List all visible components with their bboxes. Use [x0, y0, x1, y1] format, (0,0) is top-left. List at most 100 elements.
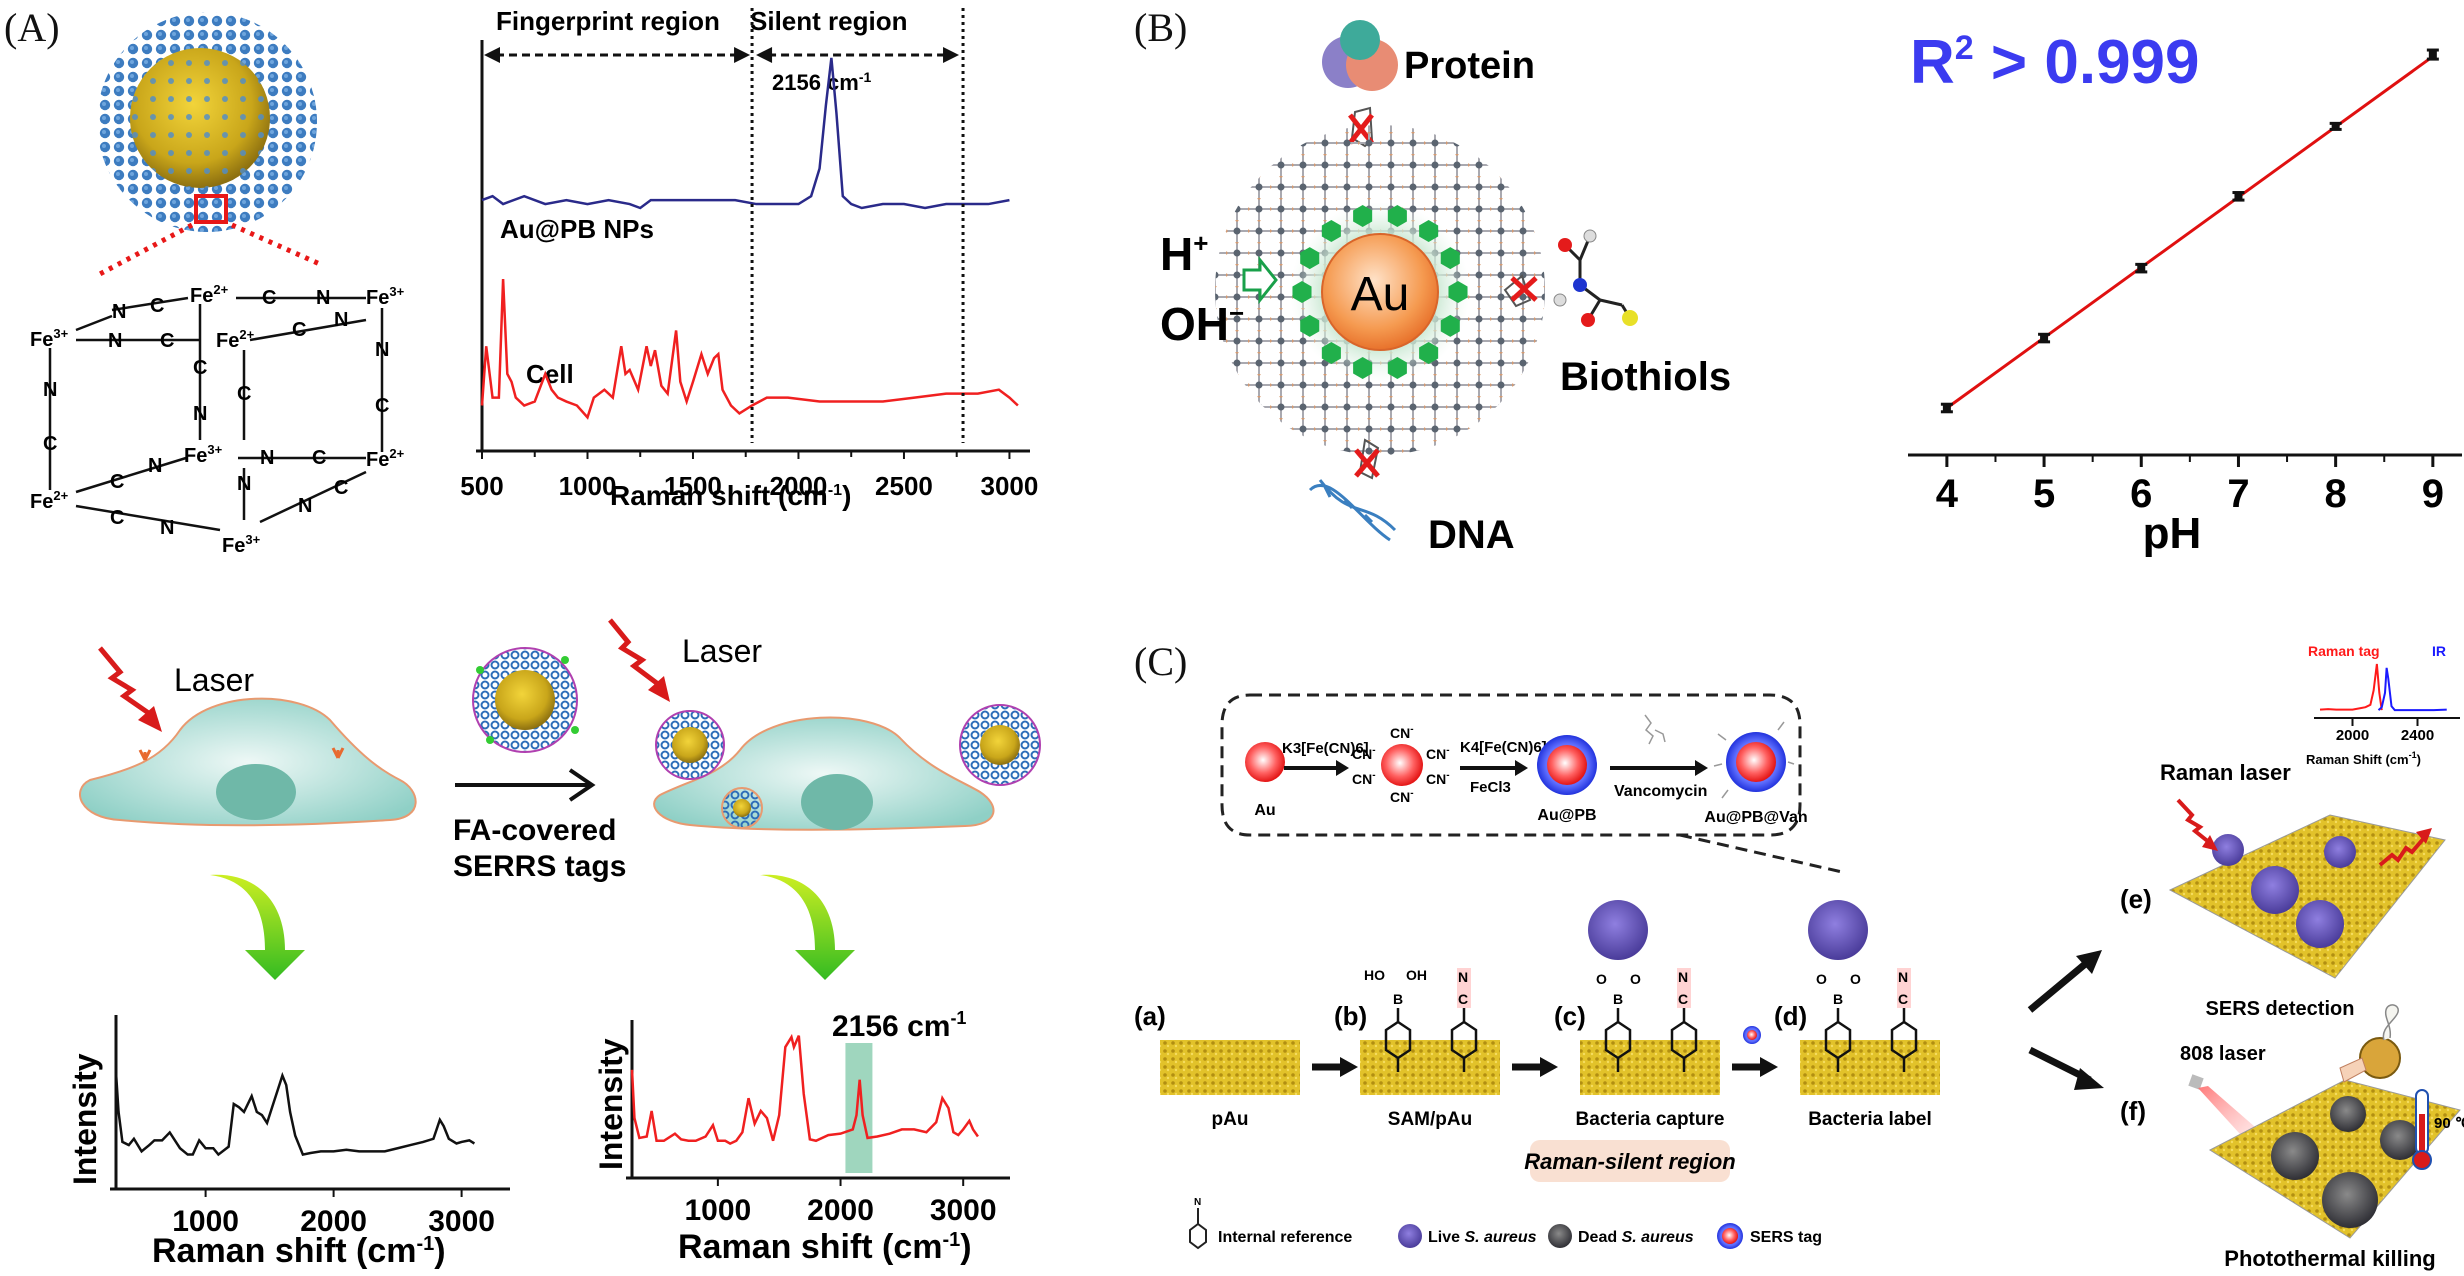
- step-a: [1160, 1040, 1358, 1095]
- reaction-arrow-1: [1284, 760, 1349, 776]
- data-point: [2329, 121, 2342, 131]
- gold-substrate-e: [2168, 814, 2446, 979]
- peak-label: 2156 cm-1: [832, 1008, 966, 1043]
- x-axis-label: Raman shift (cm-1): [678, 1228, 972, 1266]
- protein-icon: [1322, 20, 1398, 91]
- atom-c-left: C: [43, 433, 57, 455]
- atom-o: O: [1850, 971, 1861, 987]
- zoom-box: [194, 194, 228, 224]
- nitrile-glow: [1897, 968, 1911, 1008]
- x-tick-label: 2400: [2401, 727, 2434, 744]
- atom-n-7: N: [237, 473, 251, 495]
- biothiol-molecule-icon: [1553, 229, 1638, 327]
- atom-fe3-topright: Fe3+: [366, 284, 405, 309]
- legend-live-bacteria-icon: [1398, 1224, 1422, 1248]
- green-hexagon-icon: [1292, 281, 1312, 303]
- atom-n-right: N: [375, 339, 389, 361]
- reagent-k3: K3[Fe(CN)6]: [1282, 740, 1369, 757]
- series-line-cell-before-tags-: [114, 1071, 476, 1157]
- green-hexagon-icon: [1448, 281, 1468, 303]
- biothiols-label: Biothiols: [1560, 355, 1731, 399]
- data-point: [2135, 262, 2148, 274]
- atom-fe2-mid: Fe2+: [216, 327, 255, 352]
- atom-fe2-top: Fe2+: [190, 282, 229, 307]
- atom-b: B: [1613, 991, 1623, 1007]
- au-core: [1321, 233, 1439, 351]
- x-tick-label: 4: [1936, 472, 1959, 516]
- nanoparticle-shell: [97, 12, 317, 232]
- cn-functionalized-au-icon: [1381, 744, 1423, 786]
- gold-substrate: [1160, 1040, 1300, 1095]
- series-line-raman-tag: [2319, 663, 2383, 711]
- reagent-k4: K4[Fe(CN)6]: [1460, 739, 1547, 756]
- svg-text:CN-: CN-: [1390, 788, 1414, 805]
- atom-n-8: N: [160, 517, 174, 539]
- data-point: [1940, 402, 1953, 414]
- sers-tag-core: [1747, 1030, 1757, 1040]
- x-tick-label: 2000: [770, 471, 828, 501]
- svg-text:CN-: CN-: [1426, 745, 1450, 762]
- atom-n-2: N: [108, 330, 122, 352]
- cell-targeting-schematic: Laser FA-covered SERRS tags Laser: [79, 618, 1041, 980]
- x-tick-label: 3000: [981, 471, 1039, 501]
- arrowhead: [484, 47, 500, 63]
- zoom-line-left: [96, 222, 194, 278]
- x-tick-label: 3000: [930, 1194, 997, 1227]
- peak-label: 2156 cm-1: [772, 69, 872, 95]
- gold-substrate: [1580, 1040, 1720, 1095]
- atom-c: C: [1458, 991, 1468, 1007]
- live-bacterium: [1808, 900, 1868, 960]
- data-point: [2232, 191, 2245, 202]
- atom-o: O: [1816, 971, 1827, 987]
- series-label-au-pb: Au@PB NPs: [500, 214, 654, 244]
- oh-minus-label: OH−: [1160, 298, 1244, 350]
- step-tag: (b): [1334, 1001, 1367, 1031]
- data-point: [2038, 332, 2051, 344]
- step-tag: (c): [1554, 1001, 1586, 1031]
- step-b: [1360, 968, 1558, 1095]
- series-line-cell-serrs-tags: [630, 1033, 979, 1146]
- step-tag: (d): [1774, 1001, 1807, 1031]
- atom-fe3-center: Fe3+: [184, 442, 223, 467]
- green-hexagon-icon: [1300, 314, 1320, 337]
- nitrile-glow: [1677, 968, 1691, 1008]
- au-pb-nanoparticle-diagram: N C Fe2+ C N Fe3+ Fe3+ N C Fe2+ C N C N …: [30, 12, 405, 557]
- cell-nucleus-left: [216, 764, 296, 820]
- legend-label-sers-tag: SERS tag: [1750, 1229, 1822, 1246]
- step-caption: pAu: [1212, 1109, 1249, 1130]
- green-arrow-right: [760, 874, 855, 980]
- temperature-label: 90 ℃: [2434, 1115, 2464, 1132]
- atom-ho: HO: [1364, 967, 1385, 983]
- receptor-icon: [331, 747, 345, 759]
- branch-arrow-up: [2027, 950, 2102, 1013]
- vancomycin-label: Vancomycin: [1614, 783, 1707, 800]
- panel-label-b: (B): [1134, 5, 1188, 50]
- gold-substrate-f: [2208, 1079, 2461, 1239]
- bacteria-detection-schematic: Au K3[Fe(CN)6] CN- CN- CN- CN- CN- CN- K…: [1134, 643, 2464, 1271]
- au-label: Au: [1254, 802, 1275, 819]
- x-tick-label: 9: [2422, 472, 2444, 516]
- open-arrow-icon: [1242, 255, 1278, 305]
- legend-dead-bacteria-icon: [1548, 1224, 1572, 1248]
- atom-b: B: [1393, 991, 1403, 1007]
- step-arrowhead: [1760, 1057, 1778, 1077]
- r-squared-label: R2 > 0.999: [1910, 28, 2200, 97]
- laser-in-icon: [2176, 798, 2218, 851]
- x-tick-label: 2000: [2336, 727, 2369, 744]
- green-hexagon-icon: [1387, 204, 1407, 227]
- laser-label-left: Laser: [174, 662, 254, 698]
- y-axis-label: Intensity: [593, 1038, 629, 1170]
- arrowhead: [943, 47, 960, 63]
- svg-text:CN-: CN-: [1352, 770, 1376, 787]
- svg-text:CN-: CN-: [1390, 724, 1414, 741]
- bound-tag-left: [655, 710, 725, 780]
- legend-label-internal-reference: Internal reference: [1218, 1229, 1352, 1246]
- x-tick-label: 2500: [875, 471, 933, 501]
- blocked-arrow-dna: [1354, 438, 1380, 480]
- raman-spectrum-chart: Fingerprint region Silent region 2156 cm…: [460, 6, 1039, 511]
- dead-bacterium-cartoon-icon: [2339, 1004, 2401, 1083]
- green-indicator-ring: [1292, 204, 1468, 380]
- atom-n-left: N: [43, 379, 57, 401]
